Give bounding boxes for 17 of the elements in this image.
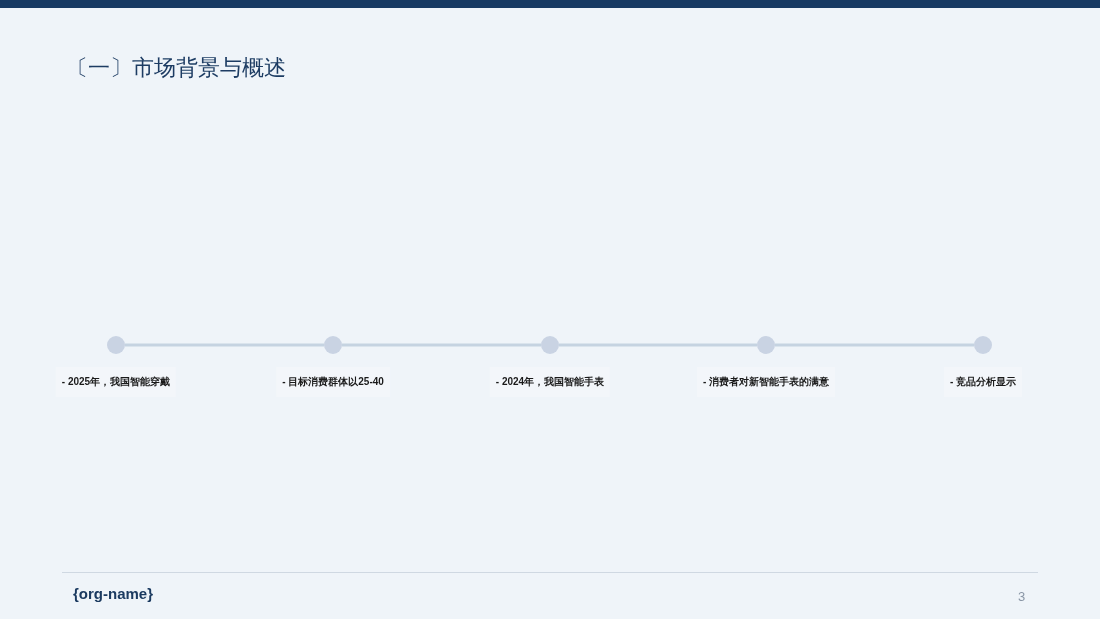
timeline-dot (324, 336, 342, 354)
timeline-text: - 消费者对新智能手表的满意 (696, 367, 836, 397)
timeline-dot (541, 336, 559, 354)
timeline-connector (125, 343, 324, 347)
timeline-text: - 竞品分析显示 (943, 367, 1023, 397)
timeline-text: - 2025年，我国智能穿戴 (55, 367, 177, 397)
timeline-text: - 目标消费群体以25-40 (276, 367, 390, 397)
timeline-connector (342, 343, 541, 347)
timeline-text: - 2024年，我国智能手表 (489, 367, 611, 397)
timeline-connector (559, 343, 757, 347)
timeline-dot (757, 336, 775, 354)
timeline-dot (974, 336, 992, 354)
page-number: 3 (1018, 589, 1026, 605)
slide-title: 〔一〕市场背景与概述 (66, 54, 286, 82)
timeline-dot (107, 336, 125, 354)
timeline-connector (775, 343, 974, 347)
organization-name: {org-name} (73, 585, 154, 603)
